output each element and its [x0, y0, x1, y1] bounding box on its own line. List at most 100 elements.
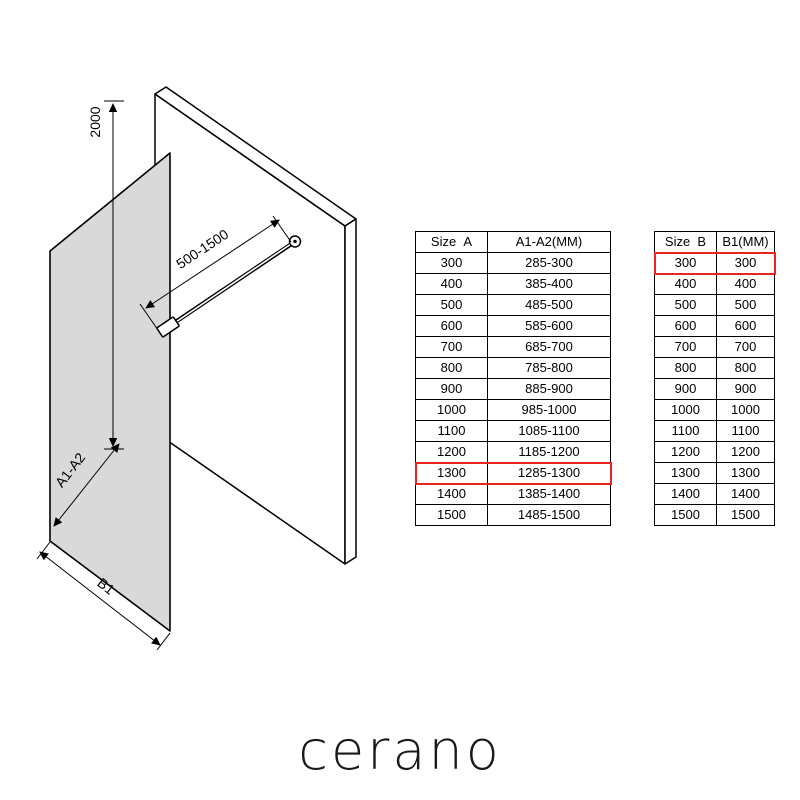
wall-bracket-screw [293, 239, 297, 244]
table-cell: 400 [716, 273, 775, 295]
wall-panel [154, 86, 357, 565]
table-cell: A1-A2(MM) [487, 231, 611, 253]
table-cell: 685-700 [487, 336, 611, 358]
table-cell: 400 [654, 273, 717, 295]
table-cell: 700 [654, 336, 717, 358]
table-cell: 985-1000 [487, 399, 611, 421]
table-cell: 1100 [415, 420, 488, 442]
table-cell: Size B [654, 231, 717, 253]
table-cell: 1500 [415, 504, 488, 526]
table-cell: 900 [716, 378, 775, 400]
table-cell: 500 [654, 294, 717, 316]
table-cell: 1400 [415, 483, 488, 505]
table-cell: 385-400 [487, 273, 611, 295]
table-cell: 600 [415, 315, 488, 337]
table-cell: 1185-1200 [487, 441, 611, 463]
dim-line-a1a2 [53, 443, 120, 527]
table-cell: 485-500 [487, 294, 611, 316]
table-cell: 300 [415, 252, 488, 274]
table-cell: 1085-1100 [487, 420, 611, 442]
table-cell: 1200 [415, 441, 488, 463]
table-cell: 1500 [716, 504, 775, 526]
table-cell: 1300 [415, 462, 488, 484]
table-cell: 885-900 [487, 378, 611, 400]
dim-extension [156, 632, 171, 651]
table-cell: 1100 [716, 420, 775, 442]
table-cell: 285-300 [487, 252, 611, 274]
glass-panel [49, 152, 171, 632]
table-cell: 1000 [415, 399, 488, 421]
dimension-bottom-width: B1 [36, 541, 171, 651]
table-cell: 800 [654, 357, 717, 379]
dim-line-bar [145, 219, 280, 309]
table-cell: 800 [716, 357, 775, 379]
table-cell: 600 [716, 315, 775, 337]
dim-extension [139, 303, 159, 331]
table-cell: Size A [415, 231, 488, 253]
table-cell: 700 [716, 336, 775, 358]
table-cell: 1300 [654, 462, 717, 484]
wall-side-face [344, 218, 357, 565]
table-cell: 1385-1400 [487, 483, 611, 505]
table-cell: 300 [716, 252, 775, 274]
brand-wordmark: cerano [298, 719, 502, 782]
table-cell: 1000 [654, 399, 717, 421]
table-cell: 800 [415, 357, 488, 379]
wall-front-face [154, 93, 346, 565]
table-cell: 500 [415, 294, 488, 316]
table-cell: 1400 [654, 483, 717, 505]
glass-clamp [156, 316, 180, 338]
table-cell: 785-800 [487, 357, 611, 379]
table-cell: 300 [654, 252, 717, 274]
table-cell: 500 [716, 294, 775, 316]
table-cell: 400 [415, 273, 488, 295]
table-cell: 1485-1500 [487, 504, 611, 526]
table-cell: 900 [415, 378, 488, 400]
table-cell: 1400 [716, 483, 775, 505]
table-cell: 1200 [654, 441, 717, 463]
table-cell: 600 [654, 315, 717, 337]
dim-extension [36, 541, 51, 560]
table-cell: 1500 [654, 504, 717, 526]
table-cell: 1200 [716, 441, 775, 463]
table-cell: 1285-1300 [487, 462, 611, 484]
table-cell: 1100 [654, 420, 717, 442]
dim-line-b1 [39, 551, 161, 646]
table-cell: 585-600 [487, 315, 611, 337]
table-cell: 1300 [716, 462, 775, 484]
dim-2000-label: 2000 [87, 106, 103, 137]
